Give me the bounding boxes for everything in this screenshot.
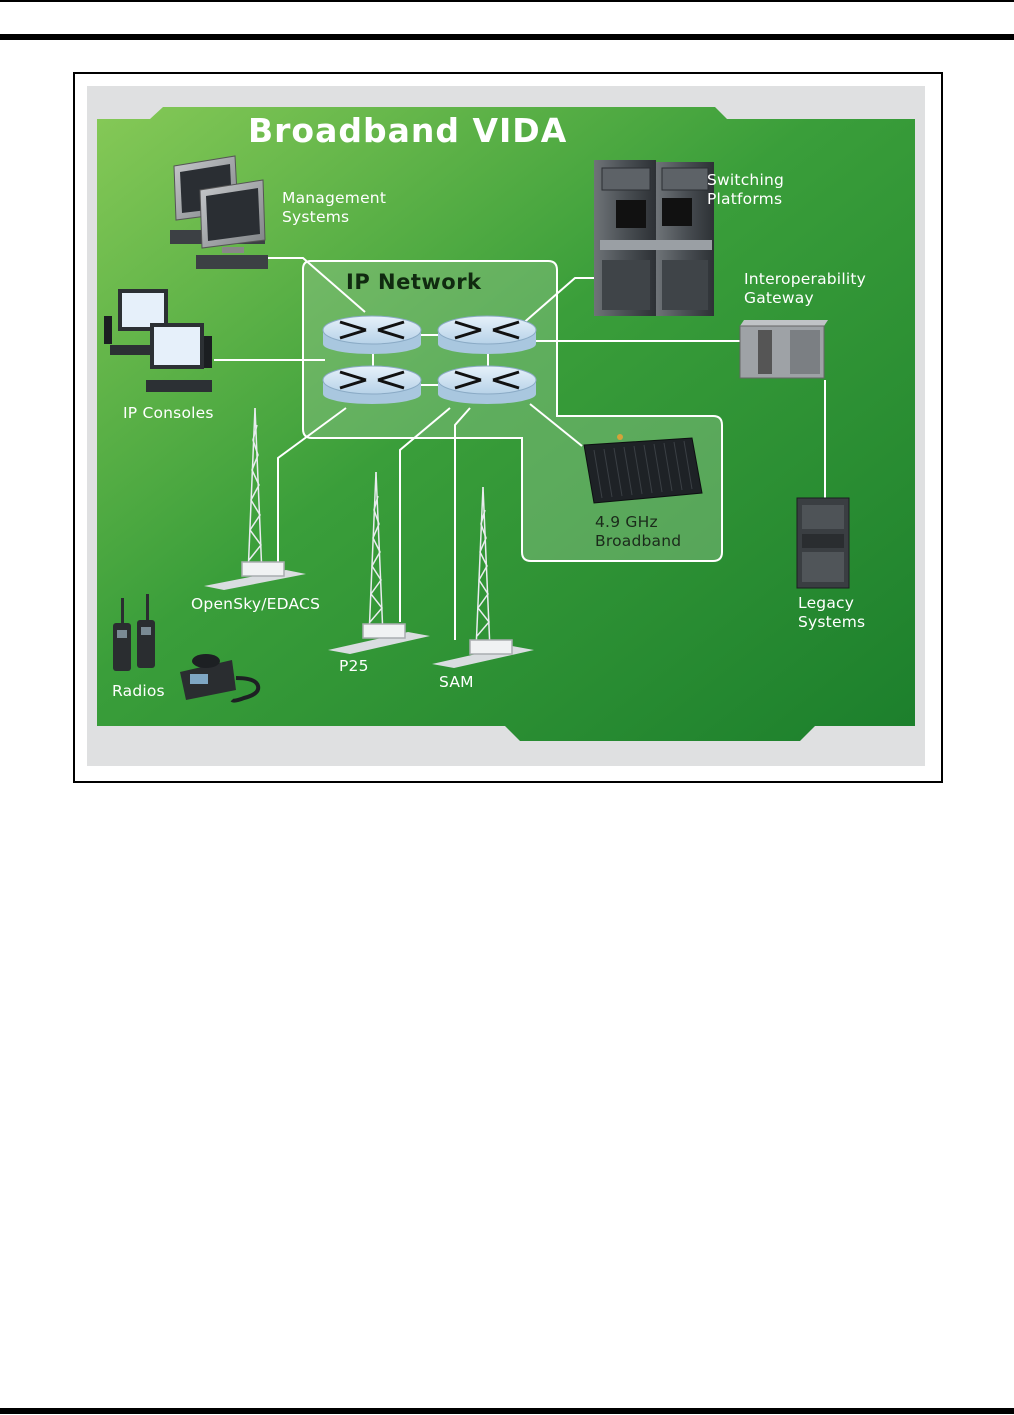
label-sam: SAM: [439, 673, 474, 692]
diagram-title: Broadband VIDA: [248, 111, 567, 150]
label-management: Management Systems: [282, 189, 386, 227]
label-switching: Switching Platforms: [707, 171, 784, 209]
label-interop: Interoperability Gateway: [744, 270, 866, 308]
label-legacy: Legacy Systems: [798, 594, 865, 632]
label-switching-line1: Switching: [707, 171, 784, 190]
ip-network-title: IP Network: [346, 270, 482, 294]
label-ip-consoles: IP Consoles: [123, 404, 214, 423]
router-tl: [323, 316, 421, 354]
label-broadband-line2: Broadband: [595, 532, 681, 551]
label-legacy-line2: Systems: [798, 613, 865, 632]
label-switching-line2: Platforms: [707, 190, 784, 209]
label-interop-line1: Interoperability: [744, 270, 866, 289]
broadband-unit-icon: [584, 434, 702, 503]
label-management-line1: Management: [282, 189, 386, 208]
router-br: [438, 366, 536, 404]
label-p25: P25: [339, 657, 369, 676]
label-radios: Radios: [112, 682, 165, 701]
legacy-cabinet-icon: [797, 498, 849, 588]
footer-rule: [0, 1408, 1014, 1414]
label-interop-line2: Gateway: [744, 289, 866, 308]
label-broadband: 4.9 GHz Broadband: [595, 513, 681, 551]
switching-racks-icon: [594, 160, 714, 316]
label-opensky: OpenSky/EDACS: [191, 595, 320, 614]
label-legacy-line1: Legacy: [798, 594, 865, 613]
label-broadband-line1: 4.9 GHz: [595, 513, 681, 532]
interoperability-gateway-icon: [740, 320, 828, 378]
router-tr: [438, 316, 536, 354]
label-management-line2: Systems: [282, 208, 386, 227]
router-bl: [323, 366, 421, 404]
